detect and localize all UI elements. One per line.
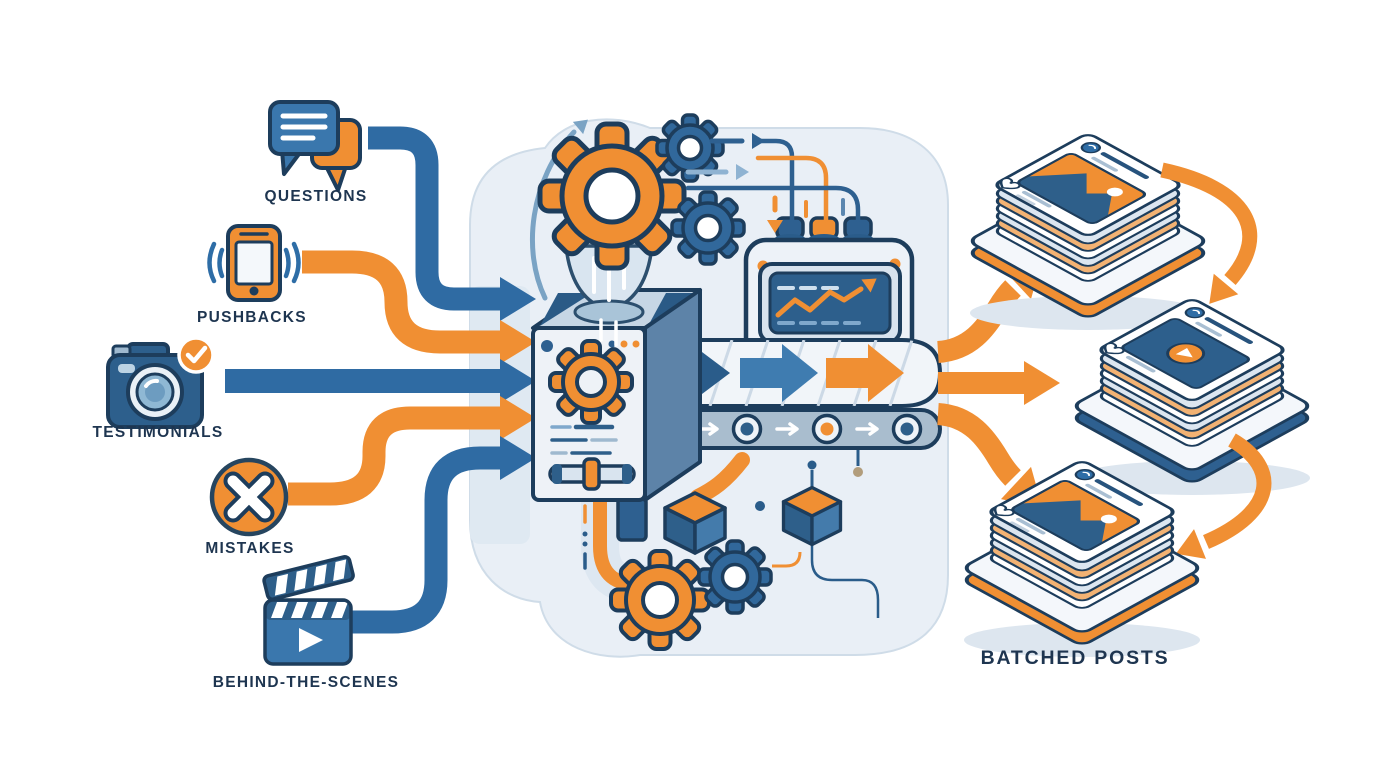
gear-funnel-assembly xyxy=(529,113,861,347)
machine-lower-works xyxy=(581,408,880,651)
camera-check-icon xyxy=(106,336,215,429)
flow-arrow-questions xyxy=(368,126,500,311)
input-behind-the-scenes: BEHIND-THE-SCENES xyxy=(213,555,400,691)
gear-icon xyxy=(609,549,711,651)
error-cross-icon xyxy=(209,457,289,537)
flow-arrow-pushbacks xyxy=(302,250,500,354)
gear-icon xyxy=(697,539,773,615)
input-label-behind-the-scenes: BEHIND-THE-SCENES xyxy=(213,674,400,691)
gear-icon xyxy=(537,121,687,271)
stack-link-arrow-1 xyxy=(1160,162,1258,285)
box-leg xyxy=(616,496,648,542)
vibrating-phone-icon xyxy=(207,224,301,302)
signal-lines xyxy=(685,138,861,223)
clapperboard-play-icon xyxy=(262,555,355,666)
slider-icon xyxy=(548,457,636,491)
dash-decor xyxy=(582,504,588,570)
chat-bubbles-icon xyxy=(268,100,362,192)
input-questions: QUESTIONS xyxy=(265,100,368,205)
cube-icon xyxy=(781,485,843,547)
output-arrow-down xyxy=(936,403,1021,486)
trend-chart-screen-icon xyxy=(758,262,902,344)
flow-arrow-behind-the-scenes xyxy=(352,446,500,634)
input-flow-arrows xyxy=(225,126,536,634)
input-pushbacks: PUSHBACKS xyxy=(197,224,307,326)
flow-arrow-mistakes xyxy=(288,406,500,506)
output-label: BATCHED POSTS xyxy=(981,647,1170,669)
input-mistakes: MISTAKES xyxy=(205,457,294,557)
gear-icon xyxy=(548,339,634,425)
input-label-mistakes: MISTAKES xyxy=(205,540,294,557)
stack-link-arrow-2 xyxy=(1202,433,1272,549)
gear-icon xyxy=(670,190,746,266)
cube-icon xyxy=(663,491,727,555)
input-box xyxy=(531,288,702,502)
input-testimonials: TESTIMONIALS xyxy=(93,336,224,441)
input-label-testimonials: TESTIMONIALS xyxy=(93,424,224,441)
input-label-pushbacks: PUSHBACKS xyxy=(197,309,307,326)
input-label-questions: QUESTIONS xyxy=(265,188,368,205)
gear-icon xyxy=(655,113,725,183)
